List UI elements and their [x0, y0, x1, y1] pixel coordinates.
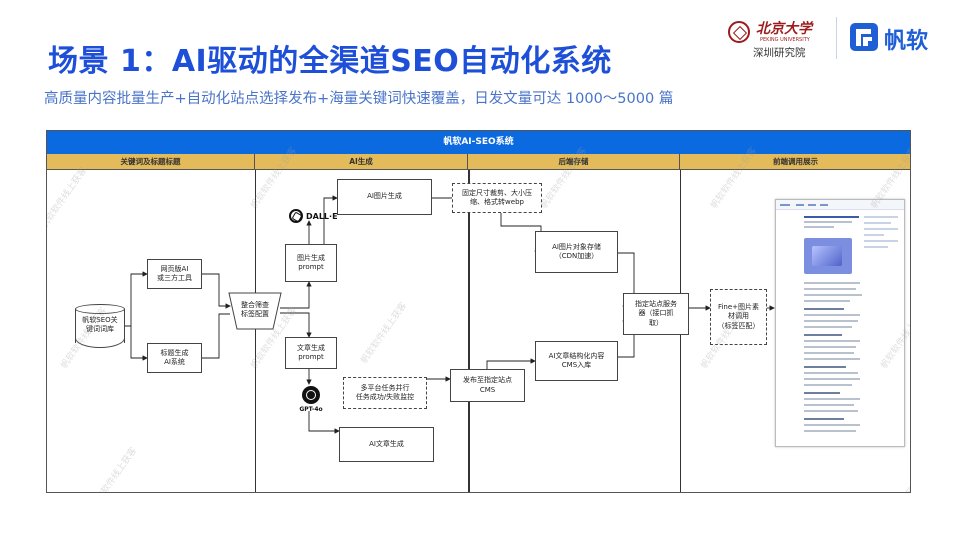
lane-header-keywords: 关键词及标题标题 [47, 154, 255, 170]
lane-header-frontend: 前端调用展示 [680, 154, 910, 170]
pku-seal-icon [728, 21, 750, 43]
dalle-icon [289, 209, 303, 223]
site-server-box: 指定站点服务 器（接口抓 取） [623, 293, 689, 335]
fanruan-mark-icon [850, 23, 878, 51]
fanruan-name: 帆软 [884, 29, 929, 54]
diagram-title: 帆软AI-SEO系统 [47, 131, 910, 154]
logo-divider [836, 17, 837, 59]
lane-divider [468, 170, 470, 492]
pku-name: 北京大学 [756, 21, 812, 37]
ai-image-gen-box: AI图片生成 [337, 179, 432, 215]
pku-english-name: PEKING UNIVERSITY [760, 37, 810, 43]
lane-header-backend-storage: 后端存储 [468, 154, 680, 170]
page-subtitle: 高质量内容批量生产+自动化站点选择发布+海量关键词快速覆盖，日发文量可达 100… [44, 91, 674, 107]
openai-icon [302, 386, 320, 404]
dalle-logo: DALL·E [289, 209, 338, 223]
fine-image-call-box: Fine+图片素 材调用 （标签匹配） [710, 289, 767, 345]
fanruan-logo: 帆软 [846, 17, 946, 59]
lane-header-ai-generation: AI生成 [255, 154, 468, 170]
web-ai-tools-box: 网页版AI 或三方工具 [147, 259, 202, 289]
pku-institute: 深圳研究院 [753, 47, 806, 59]
multi-platform-task-box: 多平台任务并行 任务成功/失败监控 [343, 377, 427, 409]
title-gen-box: 标题生成 AI系统 [147, 343, 202, 373]
seo-system-diagram: 帆软AI-SEO系统 关键词及标题标题 AI生成 后端存储 前端调用展示 [46, 130, 911, 493]
keyword-database-label: 帆软SEO关 键词词库 [82, 316, 118, 334]
article-prompt-box: 文章生成 prompt [285, 337, 337, 369]
ai-article-gen-box: AI文章生成 [339, 427, 434, 462]
publish-cms-box: 发布至指定站点 CMS [450, 369, 525, 402]
image-prompt-box: 图片生成 prompt [285, 244, 337, 282]
preview-hero-image [804, 238, 852, 274]
page-title: 场景 1：AI驱动的全渠道SEO自动化系统 [48, 44, 612, 79]
image-resize-box: 固定尺寸裁剪、大小压 缩、格式转webp [452, 183, 542, 213]
website-preview-thumbnail [775, 199, 905, 447]
gpt-4o-label: GPT-4o [299, 406, 323, 413]
keyword-database: 帆软SEO关 键词词库 [75, 304, 125, 348]
image-object-storage-box: AI图片对象存储 （CDN加速） [535, 231, 618, 273]
lane-divider [255, 170, 256, 492]
pku-logo: 北京大学 PEKING UNIVERSITY 深圳研究院 [722, 15, 826, 61]
article-cms-storage-box: AI文章结构化内容 CMS入库 [535, 341, 618, 381]
merge-screening-shape [228, 292, 282, 330]
gpt-4o-logo: GPT-4o [297, 386, 325, 413]
merge-screening-label: 整合筛查 标签配置 [241, 301, 269, 319]
dalle-label: DALL·E [306, 211, 338, 221]
